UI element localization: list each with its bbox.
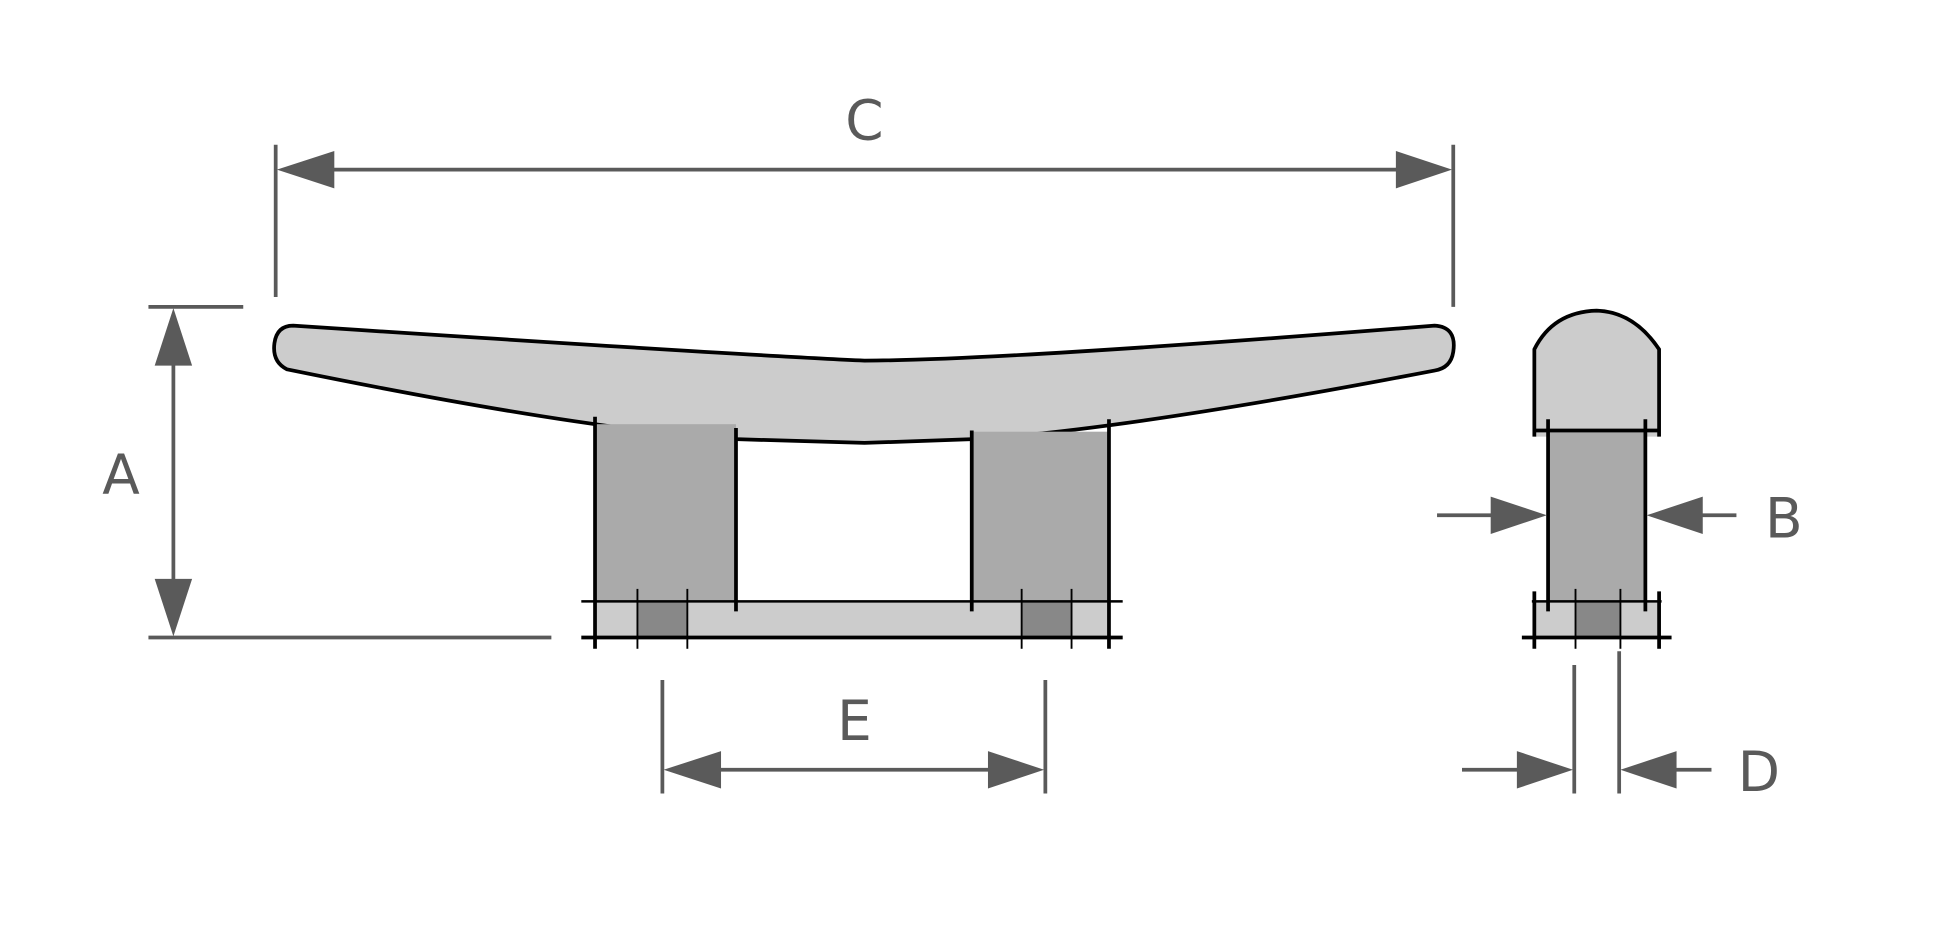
- end-base-hole: [1575, 601, 1621, 638]
- end-outlines: [1521, 419, 1672, 649]
- dimension-b: B: [1437, 487, 1803, 551]
- label-c: C: [845, 89, 883, 153]
- cleat-end-view: [1521, 308, 1672, 649]
- label-a: A: [102, 443, 140, 507]
- cleat-leg-left: [595, 424, 736, 602]
- cleat-leg-right: [971, 431, 1109, 602]
- label-d: D: [1738, 740, 1780, 804]
- end-head: [1532, 308, 1661, 437]
- dimension-c: C: [273, 89, 1456, 307]
- cleat-side-view: [272, 323, 1456, 649]
- base-hole-right: [1021, 601, 1072, 638]
- cleat-horn: [272, 323, 1456, 445]
- side-outlines: [581, 416, 1123, 649]
- dimension-a: A: [102, 305, 552, 640]
- label-e: E: [837, 689, 872, 753]
- end-leg: [1548, 430, 1646, 602]
- dimension-d: D: [1461, 651, 1780, 804]
- base-hole-left: [637, 601, 688, 638]
- dimension-e: E: [660, 679, 1048, 794]
- label-b: B: [1765, 487, 1803, 551]
